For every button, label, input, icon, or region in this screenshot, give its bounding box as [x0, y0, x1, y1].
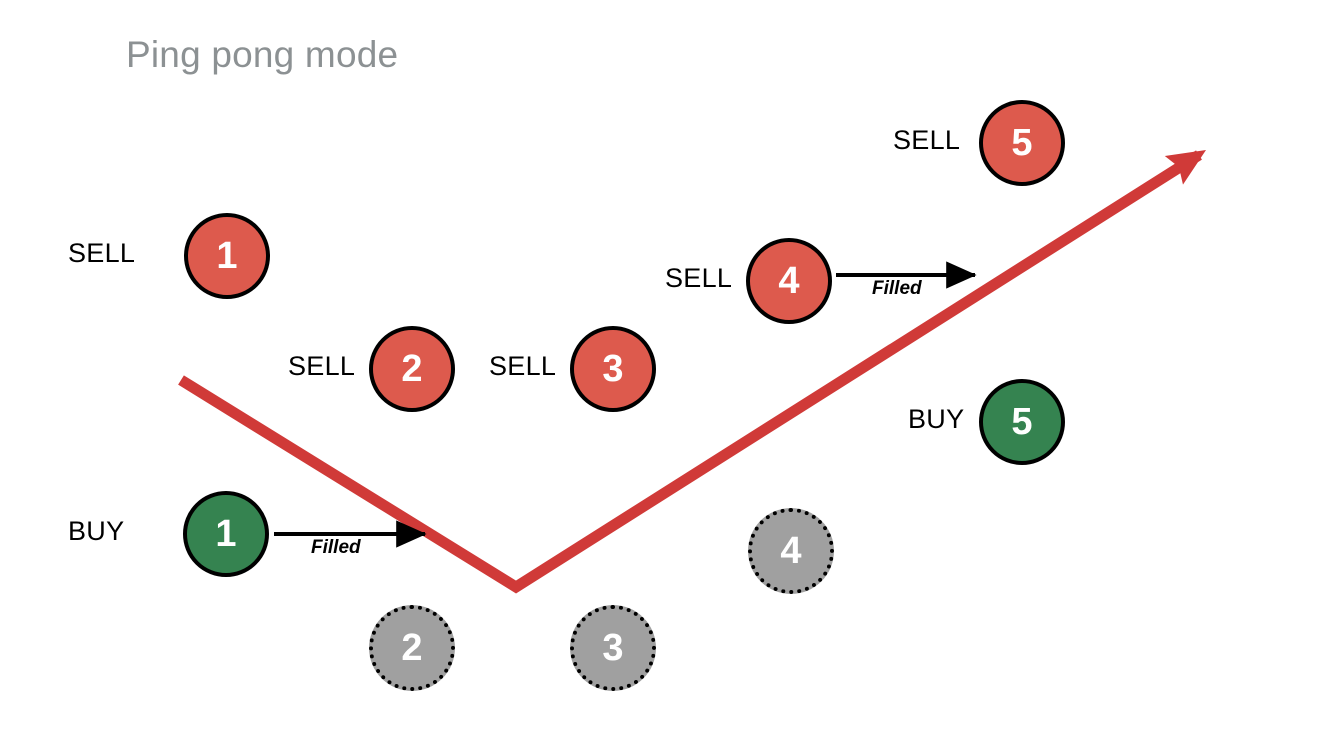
side-label-sell-1: SELL	[68, 238, 136, 268]
trend-arrowhead	[1164, 150, 1206, 185]
order-node-number: 4	[780, 530, 802, 572]
side-label-sell-4: SELL	[665, 263, 733, 293]
page-title: Ping pong mode	[126, 34, 399, 75]
order-node-number: 2	[401, 348, 423, 390]
filled-arrows-group	[274, 261, 977, 548]
order-node-number: 5	[1011, 122, 1033, 164]
order-node-buy-1[interactable]: 1	[183, 491, 269, 577]
order-node-number: 1	[216, 235, 238, 277]
trend-polyline	[178, 150, 1202, 594]
side-label-sell-2: SELL	[288, 351, 356, 381]
order-node-pending-4[interactable]: 4	[748, 508, 834, 594]
side-label-buy-1: BUY	[68, 516, 125, 546]
order-node-sell-5[interactable]: 5	[979, 100, 1065, 186]
side-label-sell-5: SELL	[893, 125, 961, 155]
order-node-sell-2[interactable]: 2	[369, 326, 455, 412]
side-label-buy-5: BUY	[908, 404, 965, 434]
order-node-number: 1	[215, 513, 237, 555]
order-node-pending-2[interactable]: 2	[369, 605, 455, 691]
order-node-number: 3	[602, 348, 624, 390]
order-node-number: 3	[602, 627, 624, 669]
order-node-number: 2	[401, 627, 423, 669]
side-label-sell-3: SELL	[489, 351, 557, 381]
price-trend-line	[178, 150, 1206, 594]
filled-status-label: Filled	[872, 278, 922, 299]
order-node-sell-4[interactable]: 4	[746, 238, 832, 324]
order-node-sell-3[interactable]: 3	[570, 326, 656, 412]
filled-status-label: Filled	[311, 537, 361, 558]
order-node-number: 4	[778, 260, 800, 302]
order-node-sell-1[interactable]: 1	[184, 213, 270, 299]
order-node-pending-3[interactable]: 3	[570, 605, 656, 691]
order-node-buy-5[interactable]: 5	[979, 379, 1065, 465]
order-node-number: 5	[1011, 401, 1033, 443]
